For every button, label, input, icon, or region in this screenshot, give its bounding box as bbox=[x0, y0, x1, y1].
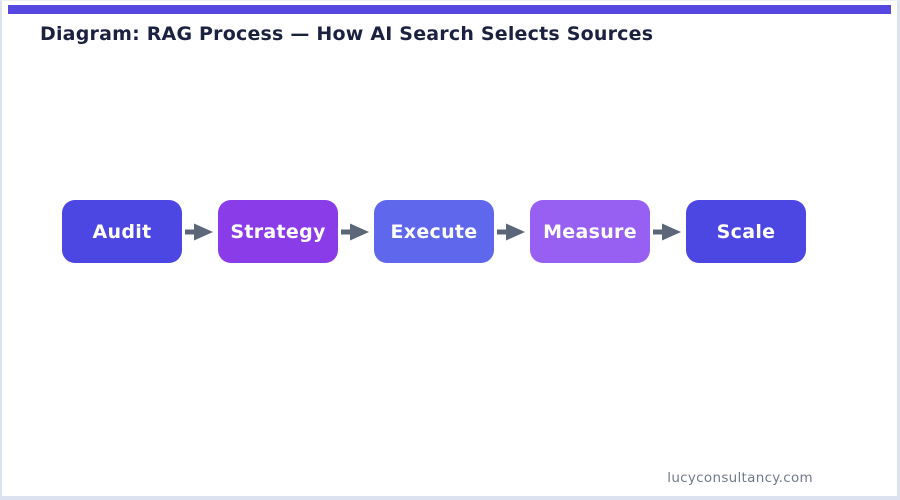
right-arrow-icon bbox=[338, 200, 374, 263]
top-accent-bar bbox=[8, 5, 891, 14]
step-box-audit: Audit bbox=[62, 200, 182, 263]
right-arrow-shape bbox=[341, 223, 369, 240]
right-arrow-icon bbox=[494, 200, 530, 263]
right-arrow-shape bbox=[497, 223, 525, 240]
step-box-execute: Execute bbox=[374, 200, 494, 263]
process-flow: Audit Strategy Execute Measure Scale bbox=[62, 200, 806, 263]
website-footer-text: lucyconsultancy.com bbox=[667, 470, 813, 486]
right-arrow-shape bbox=[185, 223, 213, 240]
right-arrow-icon bbox=[650, 200, 686, 263]
step-box-strategy: Strategy bbox=[218, 200, 338, 263]
page-title: Diagram: RAG Process — How AI Search Sel… bbox=[40, 23, 654, 45]
right-arrow-shape bbox=[653, 223, 681, 240]
step-box-measure: Measure bbox=[530, 200, 650, 263]
right-arrow-icon bbox=[182, 200, 218, 263]
step-box-scale: Scale bbox=[686, 200, 806, 263]
